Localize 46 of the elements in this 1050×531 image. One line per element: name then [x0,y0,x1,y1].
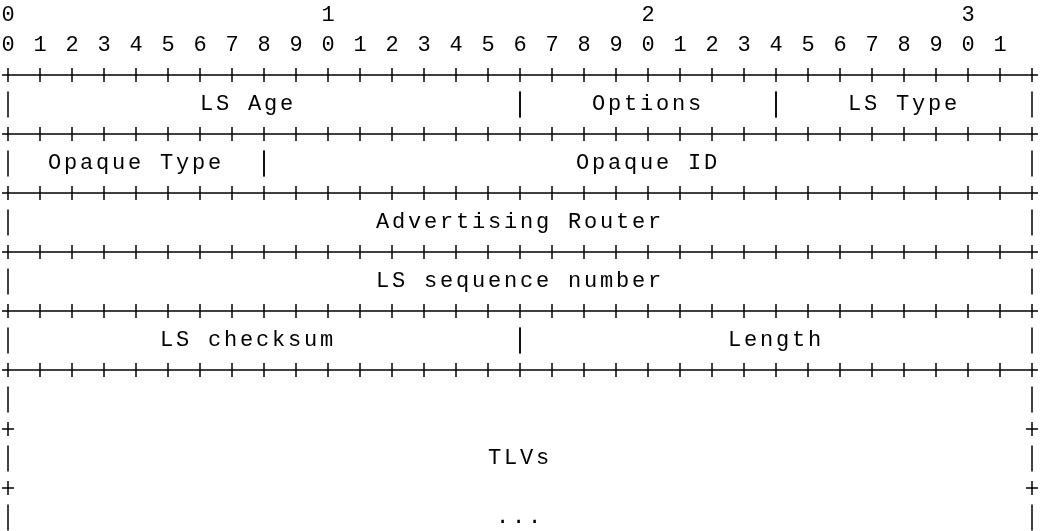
bit-number: 2 [64,34,80,57]
bit-number: 1 [352,34,368,57]
packet-field: Opaque ID [267,142,1029,185]
bit-number: 7 [864,34,880,57]
packet-field: Length [523,319,1029,362]
packet-field: Opaque Type [11,142,261,185]
bit-number: 0 [640,34,656,57]
bit-number: 5 [160,34,176,57]
bit-number: 0 [320,34,336,57]
bit-number: 6 [512,34,528,57]
bit-number: 2 [704,34,720,57]
bit-number: 0 [0,34,16,57]
bit-number: 6 [832,34,848,57]
bit-number: 8 [256,34,272,57]
bit-number: 9 [928,34,944,57]
packet-field: LS Type [779,83,1029,126]
bit-number: 0 [0,5,16,27]
packet-field: LS sequence number [11,260,1029,303]
bit-number: 1 [992,34,1008,57]
bit-number: 3 [416,34,432,57]
packet-field: Options [523,83,773,126]
bit-number: 9 [608,34,624,57]
packet-field: LS Age [11,83,517,126]
packet-field: LS checksum [11,319,517,362]
bit-number: 2 [640,5,656,27]
bit-number: 5 [800,34,816,57]
bit-number: 1 [32,34,48,57]
bit-number: 4 [448,34,464,57]
bit-number: 3 [736,34,752,57]
bit-number: 6 [192,34,208,57]
bit-number: 7 [224,34,240,57]
bit-number: 2 [384,34,400,57]
bit-number: 8 [576,34,592,57]
bit-number: 5 [480,34,496,57]
packet-field: Advertising Router [11,201,1029,244]
bit-number: 4 [768,34,784,57]
bit-number: 4 [128,34,144,57]
bit-number: 0 [960,34,976,57]
packet-field: TLVs ... [11,378,1029,531]
bit-number: 9 [288,34,304,57]
bit-number: 3 [96,34,112,57]
bit-number: 1 [672,34,688,57]
bit-number: 7 [544,34,560,57]
bit-number: 3 [960,5,976,27]
bit-number: 1 [320,5,336,27]
bit-number: 8 [896,34,912,57]
